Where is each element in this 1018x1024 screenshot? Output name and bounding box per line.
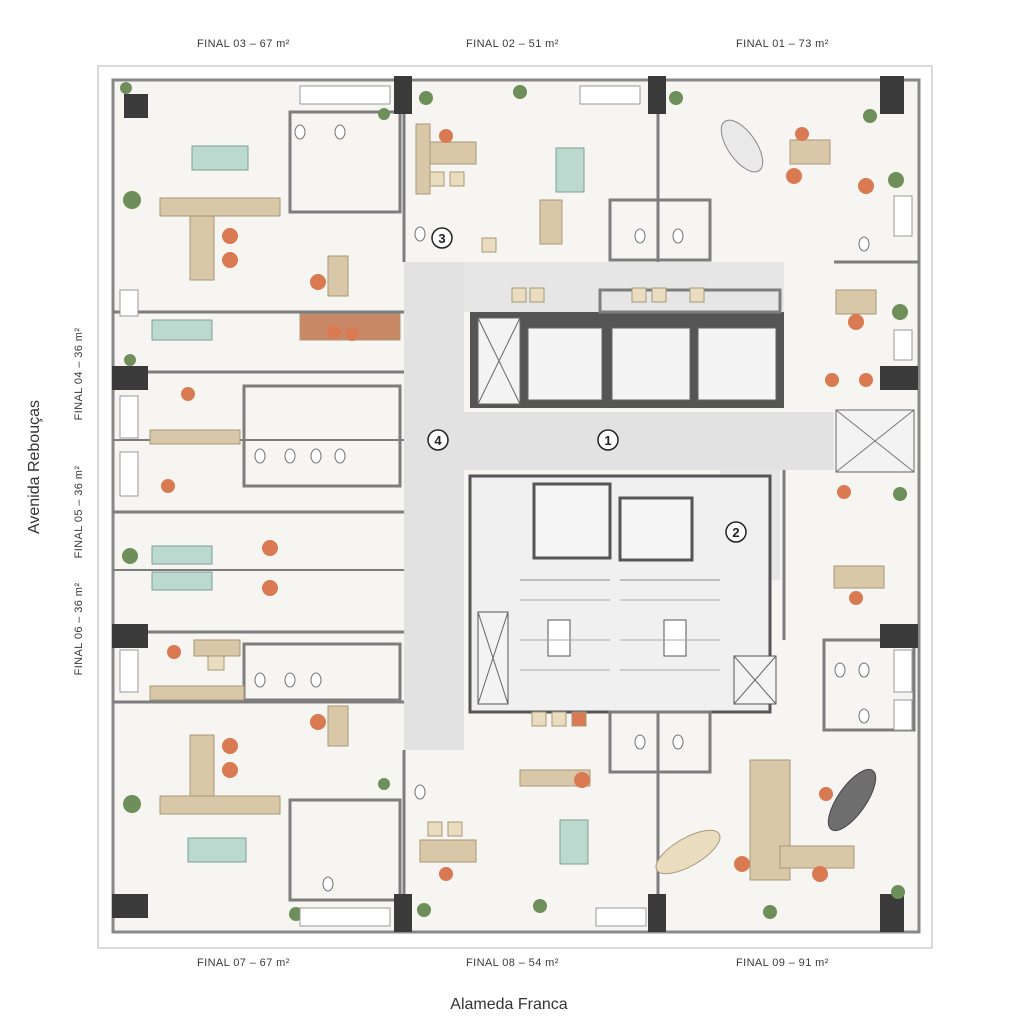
unit-label-final-03: FINAL 03 – 67 m² xyxy=(197,38,290,50)
marker-3: 3 xyxy=(431,227,453,249)
partition-walls xyxy=(113,80,919,932)
dental-chairs xyxy=(655,119,877,875)
svg-text:4: 4 xyxy=(434,433,442,448)
unit-label-final-08: FINAL 08 – 54 m² xyxy=(466,957,559,969)
unit-label-final-02: FINAL 02 – 51 m² xyxy=(466,38,559,50)
corridor-vertical xyxy=(404,262,464,750)
corridor-horizontal xyxy=(404,412,834,470)
facade-benches xyxy=(119,85,913,927)
unit-label-final-07: FINAL 07 – 67 m² xyxy=(197,957,290,969)
desks xyxy=(149,123,885,881)
marker-4: 4 xyxy=(427,429,449,451)
toilets xyxy=(254,124,870,892)
unit-label-final-09: FINAL 09 – 91 m² xyxy=(736,957,829,969)
service-core-bottom xyxy=(468,474,777,714)
unit-label-final-01: FINAL 01 – 73 m² xyxy=(736,38,829,50)
svg-text:1: 1 xyxy=(604,433,611,448)
elevator-core-top xyxy=(470,312,784,408)
waiting-chairs xyxy=(207,171,705,837)
corridor-top-lobby xyxy=(464,262,784,312)
svg-text:3: 3 xyxy=(438,231,445,246)
structural-pillars xyxy=(112,76,918,932)
chairs xyxy=(161,127,874,882)
treatment-beds xyxy=(151,145,589,865)
marker-2: 2 xyxy=(725,521,747,543)
street-label-alameda-franca: Alameda Franca xyxy=(450,996,568,1013)
svg-text:2: 2 xyxy=(732,525,739,540)
marker-1: 1 xyxy=(597,429,619,451)
